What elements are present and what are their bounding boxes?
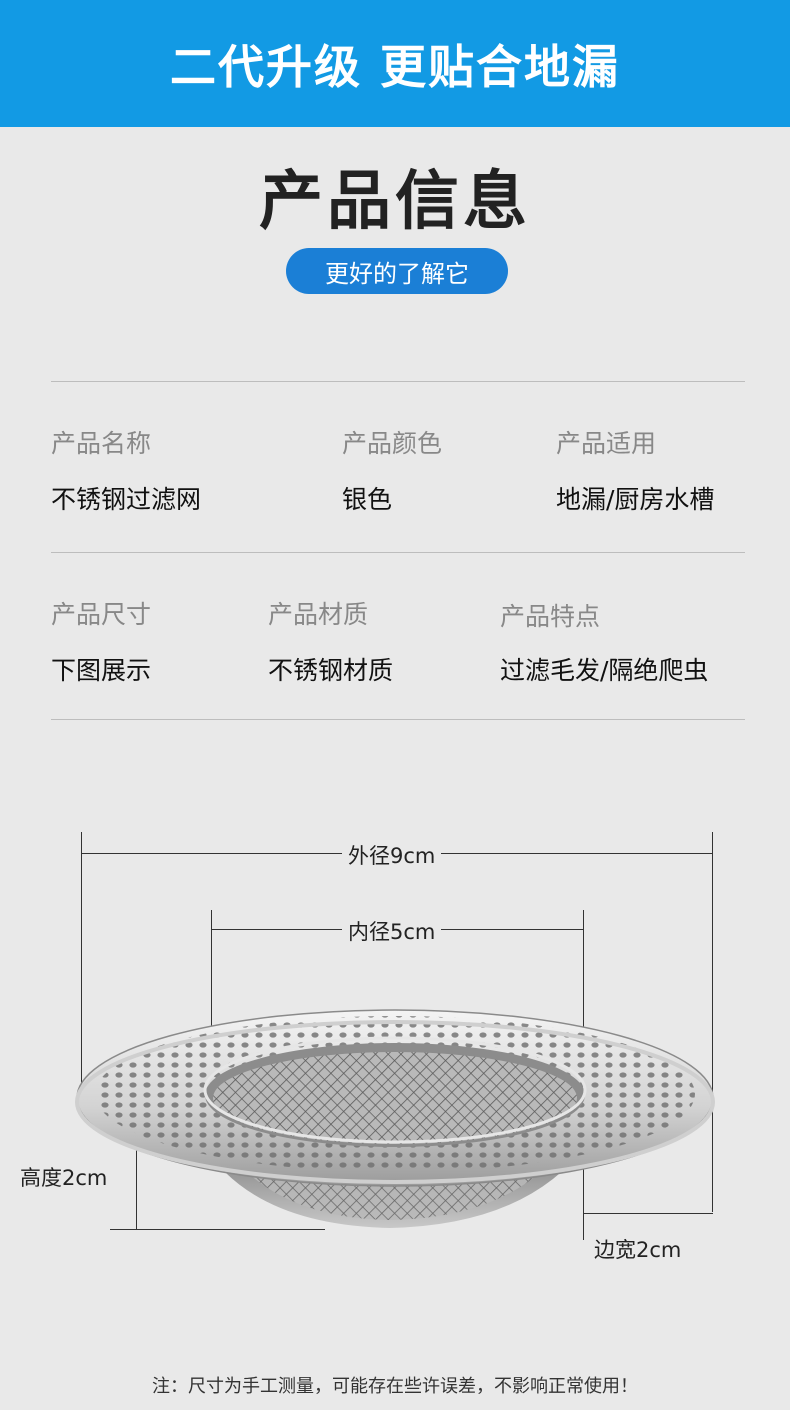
divider-bottom — [51, 719, 745, 720]
divider-middle — [51, 552, 745, 553]
footer-note: 注：尺寸为手工测量，可能存在些许误差，不影响正常使用！ — [152, 1376, 638, 1397]
inner-left-extension — [211, 910, 212, 1035]
value-product-material: 不锈钢材质 — [268, 656, 394, 685]
divider-top — [51, 381, 745, 382]
label-product-size: 产品尺寸 — [51, 600, 152, 629]
height-base-line — [110, 1229, 325, 1230]
label-product-name: 产品名称 — [51, 429, 152, 458]
rim-width-label: 边宽2cm — [594, 1234, 682, 1264]
value-product-size: 下图展示 — [51, 656, 152, 685]
subtitle-pill: 更好的了解它 — [286, 248, 508, 294]
inner-mesh — [213, 1052, 577, 1144]
inner-diameter-label: 内径5cm — [342, 916, 442, 946]
label-product-color: 产品颜色 — [342, 429, 443, 458]
banner-title: 二代升级 更贴合地漏 — [169, 39, 620, 94]
height-label: 高度2cm — [20, 1162, 108, 1192]
outer-right-extension — [712, 832, 713, 1212]
label-product-feature: 产品特点 — [500, 602, 601, 631]
outer-diameter-label: 外径9cm — [342, 840, 442, 870]
value-product-usage: 地漏/厨房水槽 — [556, 485, 715, 514]
value-product-name: 不锈钢过滤网 — [51, 485, 202, 514]
section-title: 产品信息 — [259, 165, 531, 239]
top-banner: 二代升级 更贴合地漏 — [0, 0, 790, 127]
drain-strainer-image — [75, 1009, 715, 1228]
height-extension — [136, 1150, 137, 1230]
value-product-feature: 过滤毛发/隔绝爬虫 — [500, 656, 709, 685]
rim-dimension-line — [583, 1213, 713, 1214]
outer-left-extension — [81, 832, 82, 1092]
value-product-color: 银色 — [342, 485, 393, 514]
label-product-material: 产品材质 — [268, 600, 369, 629]
label-product-usage: 产品适用 — [556, 429, 657, 458]
